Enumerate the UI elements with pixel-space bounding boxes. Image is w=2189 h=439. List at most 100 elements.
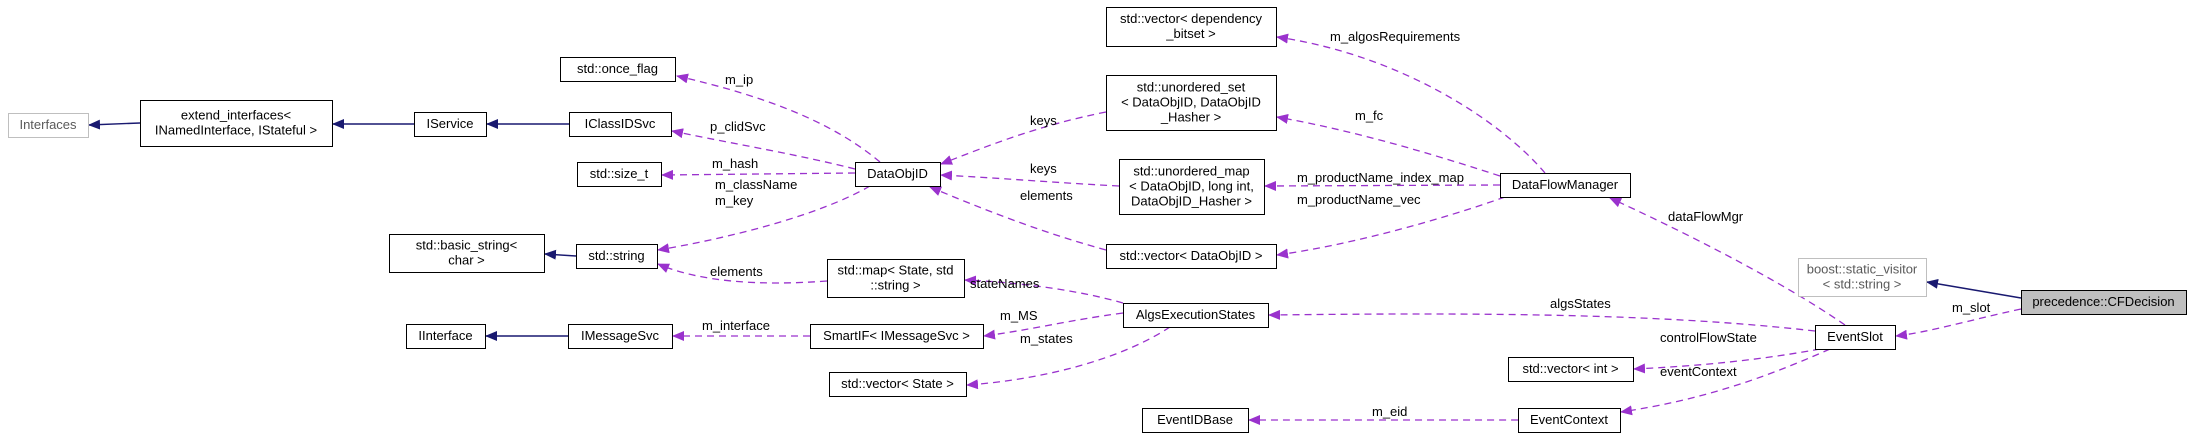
node-box — [1106, 7, 1277, 47]
node-cfdecision[interactable]: precedence::CFDecision — [2021, 290, 2187, 315]
node-eventcontext[interactable]: EventContext — [1518, 408, 1621, 433]
node-label: std::unordered_set — [1137, 80, 1246, 95]
edge-string-to-basic_string — [544, 249, 577, 260]
node-box — [140, 100, 333, 147]
node-iservice[interactable]: IService — [414, 112, 487, 137]
edge-eventslot-to-eventcontext — [1620, 348, 1831, 416]
node-label: std::basic_string< — [416, 238, 518, 253]
node-label: IService — [427, 116, 474, 131]
edge-label: m_key — [715, 193, 754, 208]
node-string[interactable]: std::string — [576, 244, 658, 269]
node-static-visitor[interactable]: boost::static_visitor< std::string > — [1798, 258, 1927, 297]
edge-label: m_productName_index_map — [1297, 170, 1464, 185]
node-interfaces[interactable]: Interfaces — [8, 113, 89, 138]
node-box — [569, 112, 672, 137]
edge-label: m_ip — [725, 72, 753, 87]
edge-cfdecision-to-static_visitor — [1926, 278, 2022, 299]
node-box — [2021, 290, 2187, 315]
node-label: char > — [448, 253, 485, 268]
node-vector-state[interactable]: std::vector< State > — [829, 372, 967, 397]
node-eventslot[interactable]: EventSlot — [1815, 325, 1896, 350]
edge-eventslot-to-algs_exec_states — [1268, 309, 1816, 332]
edge-extend_interfaces-to-interfaces — [88, 119, 141, 130]
node-label: IInterface — [418, 328, 472, 343]
node-box — [389, 234, 545, 273]
node-label: extend_interfaces< — [181, 108, 291, 123]
node-box — [406, 324, 486, 349]
edge-unordered_set-to-dataobjid — [940, 111, 1107, 165]
node-label: DataObjID — [867, 166, 928, 181]
node-label: DataFlowManager — [1512, 177, 1619, 192]
node-algs-exec-states[interactable]: AlgsExecutionStates — [1123, 303, 1269, 328]
node-box — [1106, 75, 1277, 131]
node-unordered-map[interactable]: std::unordered_map< DataObjID, long int,… — [1119, 159, 1265, 215]
node-label: ::string > — [870, 278, 920, 293]
node-vector-dataobjid[interactable]: std::vector< DataObjID > — [1106, 244, 1277, 269]
edge-label: keys — [1030, 113, 1057, 128]
edge-algs_exec_states-to-vector_state — [966, 326, 1171, 390]
node-imessagesvc[interactable]: IMessageSvc — [568, 324, 673, 349]
node-label: < DataObjID, DataObjID — [1121, 95, 1261, 110]
node-box — [1123, 303, 1269, 328]
node-basic-string[interactable]: std::basic_string< char > — [389, 234, 545, 273]
node-box — [1500, 173, 1631, 198]
node-once-flag[interactable]: std::once_flag — [560, 57, 676, 82]
node-dataobjid[interactable]: DataObjID — [855, 162, 941, 187]
node-label: std::vector< dependency — [1120, 11, 1263, 26]
node-label: precedence::CFDecision — [2032, 294, 2174, 309]
edge-label: elements — [710, 264, 763, 279]
edge-dataflowmanager-to-unordered_set — [1276, 114, 1501, 177]
edge-label: m_productName_vec — [1297, 192, 1421, 207]
node-extend-interfaces[interactable]: extend_interfaces< INamedInterface, ISta… — [140, 100, 333, 147]
node-label: IClassIDSvc — [585, 116, 656, 131]
edge-eventslot-to-dataflowmanager — [1609, 197, 1846, 326]
edge-label: elements — [1020, 188, 1073, 203]
node-box — [568, 324, 673, 349]
node-size-t[interactable]: std::size_t — [577, 162, 662, 187]
edge-algs_exec_states-to-smartif — [983, 312, 1124, 340]
edge-dataobjid-to-once_flag — [676, 73, 881, 163]
node-dataflowmanager[interactable]: DataFlowManager — [1500, 173, 1631, 198]
node-vector-bitset[interactable]: std::vector< dependency_bitset > — [1106, 7, 1277, 47]
node-iinterface[interactable]: IInterface — [406, 324, 486, 349]
edge-label: m_eid — [1372, 404, 1407, 419]
edge-label: algsStates — [1550, 296, 1611, 311]
node-box — [1508, 357, 1634, 382]
node-box — [1142, 408, 1249, 433]
edge-dataobjid-to-size_t — [661, 169, 856, 180]
edge-vector_dataobjid-to-dataobjid — [929, 186, 1107, 251]
node-box — [1815, 325, 1896, 350]
node-label: DataObjID_Hasher > — [1131, 194, 1252, 209]
node-map-state[interactable]: std::map< State, std::string > — [827, 259, 965, 298]
node-unordered-set[interactable]: std::unordered_set< DataObjID, DataObjID… — [1106, 75, 1277, 131]
edge-label: m_algosRequirements — [1330, 29, 1461, 44]
node-label: INamedInterface, IStateful > — [155, 123, 317, 138]
edge-label: m_fc — [1355, 108, 1384, 123]
node-vector-int[interactable]: std::vector< int > — [1508, 357, 1634, 382]
edge-label: m_hash — [712, 156, 758, 171]
node-label: std::vector< State > — [841, 376, 954, 391]
node-box — [560, 57, 676, 82]
edge-dataobjid-to-iclassidsvc — [671, 128, 856, 170]
node-label: std::map< State, std — [838, 263, 954, 278]
node-eventidbase[interactable]: EventIDBase — [1142, 408, 1249, 433]
node-label: EventSlot — [1827, 329, 1883, 344]
edge-label: m_MS — [1000, 308, 1038, 323]
node-iclassidsvc[interactable]: IClassIDSvc — [569, 112, 672, 137]
edge-unordered_map-to-dataobjid — [940, 170, 1120, 187]
node-label: < DataObjID, long int, — [1129, 179, 1254, 194]
node-box — [414, 112, 487, 137]
node-label: boost::static_visitor — [1807, 262, 1918, 277]
node-label: AlgsExecutionStates — [1136, 307, 1256, 322]
node-label: SmartIF< IMessageSvc > — [823, 328, 970, 343]
node-label: std::once_flag — [577, 61, 658, 76]
node-label: EventIDBase — [1157, 412, 1233, 427]
node-label: std::string — [588, 248, 644, 263]
node-smartif[interactable]: SmartIF< IMessageSvc > — [810, 324, 984, 349]
node-label: std::size_t — [590, 166, 649, 181]
node-label: < std::string > — [1823, 277, 1902, 292]
node-label: std::vector< DataObjID > — [1119, 248, 1262, 263]
edge-dataflowmanager-to-vector_dataobjid — [1276, 196, 1506, 259]
